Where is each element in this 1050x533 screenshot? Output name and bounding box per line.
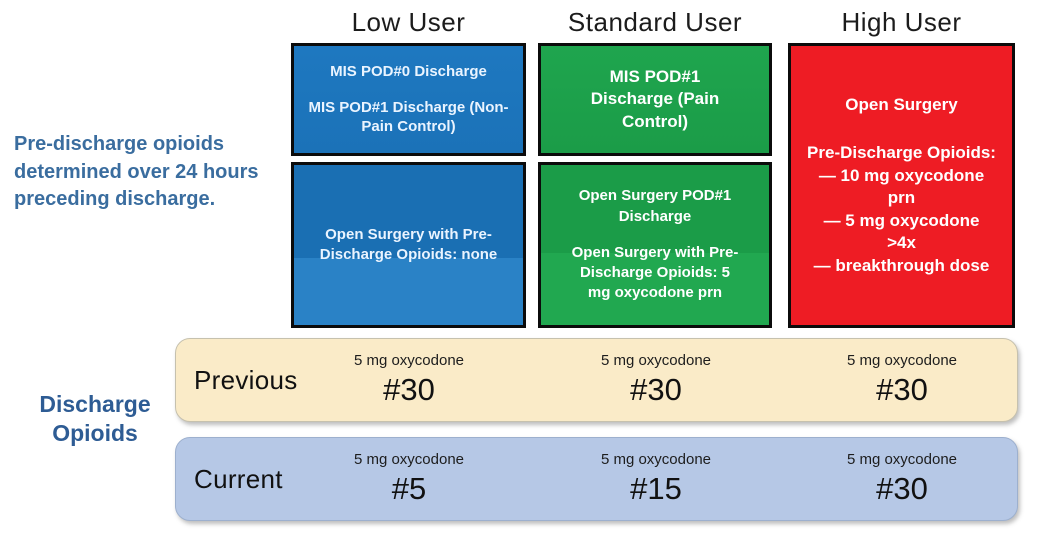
protocol-line: MIS POD#0 Discharge xyxy=(330,63,487,81)
pill-quantity: #30 xyxy=(630,372,682,408)
protocol-line: Open Surgery with Pre-Discharge Opioids:… xyxy=(571,243,739,302)
protocol-line: Open Surgery with Pre-Discharge Opioids:… xyxy=(319,225,498,263)
low-user-box-top: MIS POD#0 Discharge MIS POD#1 Discharge … xyxy=(291,43,526,156)
current-high-cell: 5 mg oxycodone #30 xyxy=(792,438,1012,520)
drug-name: 5 mg oxycodone xyxy=(846,451,958,469)
column-header-standard-user: Standard User xyxy=(567,7,743,37)
standard-user-box-top: MIS POD#1 Discharge (Pain Control) xyxy=(538,43,772,156)
low-user-box-bottom: Open Surgery with Pre-Discharge Opioids:… xyxy=(291,162,526,328)
current-standard-cell: 5 mg oxycodone #15 xyxy=(546,438,766,520)
pill-quantity: #5 xyxy=(391,471,427,507)
previous-row-label: Previous xyxy=(194,364,298,395)
previous-row: Previous 5 mg oxycodone #30 5 mg oxycodo… xyxy=(175,338,1018,422)
pre-discharge-note: Pre-discharge opioids determined over 24… xyxy=(14,133,259,211)
high-user-box: Open Surgery Pre-Discharge Opioids: — 10… xyxy=(788,43,1015,328)
protocol-line: Pre-Discharge Opioids: — 10 mg oxycodone… xyxy=(807,143,996,208)
pill-quantity: #30 xyxy=(876,471,928,507)
previous-high-cell: 5 mg oxycodone #30 xyxy=(792,339,1012,421)
drug-name: 5 mg oxycodone xyxy=(846,352,958,370)
column-header-low-user: Low User xyxy=(351,7,466,37)
pill-quantity: #30 xyxy=(876,372,928,408)
drug-name: 5 mg oxycodone xyxy=(600,451,712,469)
current-row: Current 5 mg oxycodone #5 5 mg oxycodone… xyxy=(175,437,1018,521)
drug-name: 5 mg oxycodone xyxy=(353,352,465,370)
protocol-line: — 5 mg oxycodone >4x xyxy=(823,210,980,253)
protocol-line: — breakthrough dose xyxy=(813,255,990,275)
protocol-line: Open Surgery xyxy=(845,94,958,114)
drug-name: 5 mg oxycodone xyxy=(600,352,712,370)
pill-quantity: #15 xyxy=(630,471,682,507)
drug-name: 5 mg oxycodone xyxy=(353,451,465,469)
standard-user-box-bottom: Open Surgery POD#1 Discharge Open Surger… xyxy=(538,162,772,328)
protocol-line: Open Surgery POD#1 Discharge xyxy=(578,187,732,225)
pill-quantity: #30 xyxy=(383,372,435,408)
protocol-line: MIS POD#1 Discharge (Pain Control) xyxy=(590,67,720,131)
discharge-opioids-label: Discharge Opioids xyxy=(39,391,151,446)
column-header-high-user: High User xyxy=(841,7,962,37)
current-row-label: Current xyxy=(194,463,283,494)
current-low-cell: 5 mg oxycodone #5 xyxy=(299,438,519,520)
previous-low-cell: 5 mg oxycodone #30 xyxy=(299,339,519,421)
protocol-line: MIS POD#1 Discharge (Non-Pain Control) xyxy=(308,98,509,136)
previous-standard-cell: 5 mg oxycodone #30 xyxy=(546,339,766,421)
